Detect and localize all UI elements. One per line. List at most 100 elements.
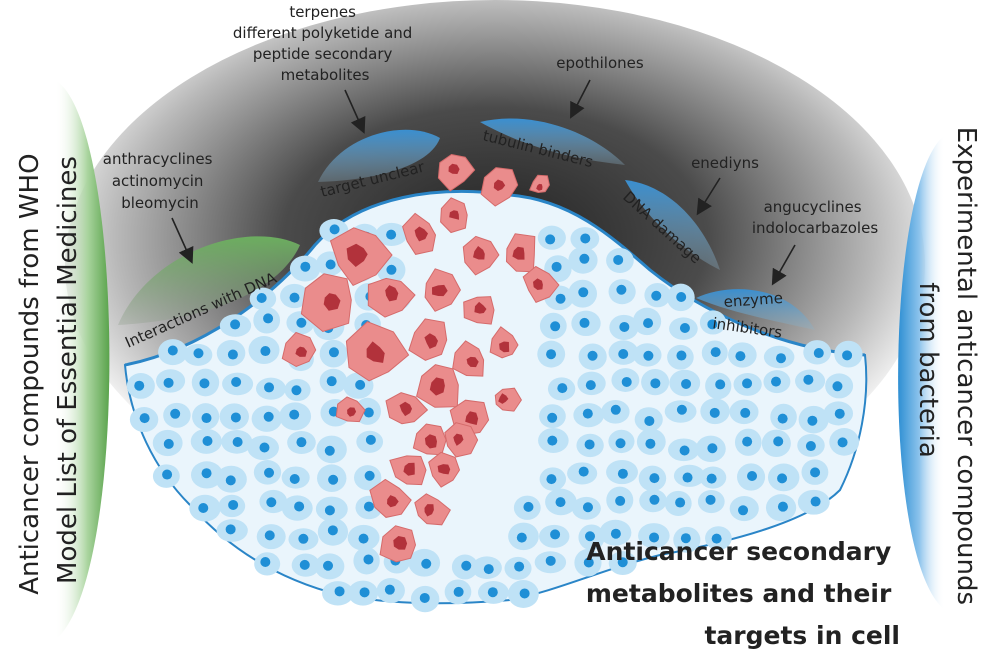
cap-dna-damage [625, 180, 720, 270]
cell-nucleus [738, 505, 749, 516]
cell-nucleus [675, 497, 686, 508]
cell-nucleus [676, 404, 687, 415]
cell-nucleus [710, 347, 721, 358]
cell-nucleus [771, 376, 782, 387]
cell-nucleus [742, 436, 753, 447]
arrow-enediyns [696, 177, 721, 216]
cell-nucleus [365, 434, 376, 445]
tumor-nucleus [424, 333, 438, 349]
cell-nucleus [328, 347, 339, 358]
cell-nucleus [650, 378, 661, 389]
cell-nucleus [545, 555, 556, 566]
cell-nucleus [193, 348, 204, 359]
cell-nucleus [199, 378, 210, 389]
cell-nucleus [711, 533, 722, 544]
cell-nucleus [328, 474, 339, 485]
tumor-nucleus [465, 411, 479, 425]
cell-nucleus [363, 554, 374, 565]
cell-nucleus [585, 531, 596, 542]
cell-nucleus [260, 346, 271, 357]
cell-nucleus [386, 229, 397, 240]
cell-nucleus [580, 233, 591, 244]
cell-nucleus [555, 293, 566, 304]
cell-nucleus [547, 435, 558, 446]
tumor-nucleus [512, 246, 525, 260]
right-band-text: Experimental anticancer compounds from b… [913, 127, 981, 614]
tumor-nucleus [432, 284, 448, 297]
cell-nucleus [584, 439, 595, 450]
cell-nucleus [483, 564, 494, 575]
cell-nucleus [617, 557, 628, 568]
cell-nucleus [679, 445, 690, 456]
tumor-nucleus [473, 246, 485, 260]
cell-nucleus [264, 467, 275, 478]
cell-nucleus [578, 466, 589, 477]
cell-nucleus [579, 317, 590, 328]
cell-nucleus [579, 253, 590, 264]
tumor-nucleus [424, 504, 434, 517]
cell-nucleus [291, 385, 302, 396]
cell-nucleus [742, 378, 753, 389]
cell-nucleus [266, 497, 277, 508]
cell-nucleus [298, 533, 309, 544]
cell-nucleus [231, 377, 242, 388]
tumor-nucleus [323, 293, 341, 311]
tumor-nucleus [414, 226, 428, 242]
cell-nucleus [619, 321, 630, 332]
tumor-nucleus [499, 341, 510, 353]
tumor-nucleus [437, 464, 451, 475]
tumor-nucleus [366, 341, 385, 363]
cell-nucleus [649, 494, 660, 505]
cell-nucleus [676, 291, 687, 302]
label-anthracyclines: anthracyclines actinomycin bleomycin [103, 150, 217, 212]
label-enediyns: enediyns [691, 154, 759, 172]
cell-nucleus [134, 380, 145, 391]
cell-nucleus [676, 350, 687, 361]
cell-nucleus [615, 438, 626, 449]
left-band-text: Anticancer compounds from WHO Model List… [15, 145, 83, 595]
cell-nucleus [610, 528, 621, 539]
cell-nucleus [547, 412, 558, 423]
cell-nucleus [232, 436, 243, 447]
cell-nucleus [227, 349, 238, 360]
cell-nucleus [643, 350, 654, 361]
cell-nucleus [300, 261, 311, 272]
cell-nucleus [705, 494, 716, 505]
cell-nucleus [613, 254, 624, 265]
tumor-nucleus [424, 434, 437, 449]
cell-nucleus [453, 586, 464, 597]
cell-nucleus [355, 379, 366, 390]
cell-nucleus [777, 501, 788, 512]
cell-nucleus [615, 495, 626, 506]
cell-nucleus [582, 502, 593, 513]
label-angucyclines-line: angucyclines [764, 198, 862, 216]
cell-nucleus [225, 524, 236, 535]
cell-nucleus [621, 376, 632, 387]
right-band-line: from bacteria [913, 282, 943, 458]
tumor-nucleus [449, 210, 459, 220]
left-band-line: Anticancer compounds from WHO [15, 153, 45, 594]
cell-nucleus [198, 503, 209, 514]
cell-nucleus [421, 558, 432, 569]
cell-nucleus [163, 377, 174, 388]
cell-nucleus [386, 264, 397, 275]
cell-nucleus [263, 313, 274, 324]
cell-nucleus [551, 261, 562, 272]
tumor-nucleus [385, 285, 399, 302]
title-line: Anticancer secondary [586, 537, 891, 566]
title-line: metabolites and their [586, 579, 892, 608]
label-terpenes: terpenes different polyketide and peptid… [233, 3, 417, 84]
cell-nucleus [649, 473, 660, 484]
cell-nucleus [139, 413, 150, 424]
cell-nucleus [557, 383, 568, 394]
cell-nucleus [170, 408, 181, 419]
cell-nucleus [514, 561, 525, 572]
label-terpenes-line: different polyketide and [233, 24, 412, 42]
tumor-nucleus [466, 356, 479, 368]
cell-nucleus [550, 529, 561, 540]
left-green-band [55, 80, 110, 640]
title-line: targets in cell [704, 621, 900, 650]
label-anthracyclines-line: actinomycin [112, 172, 204, 190]
cell-nucleus [709, 407, 720, 418]
